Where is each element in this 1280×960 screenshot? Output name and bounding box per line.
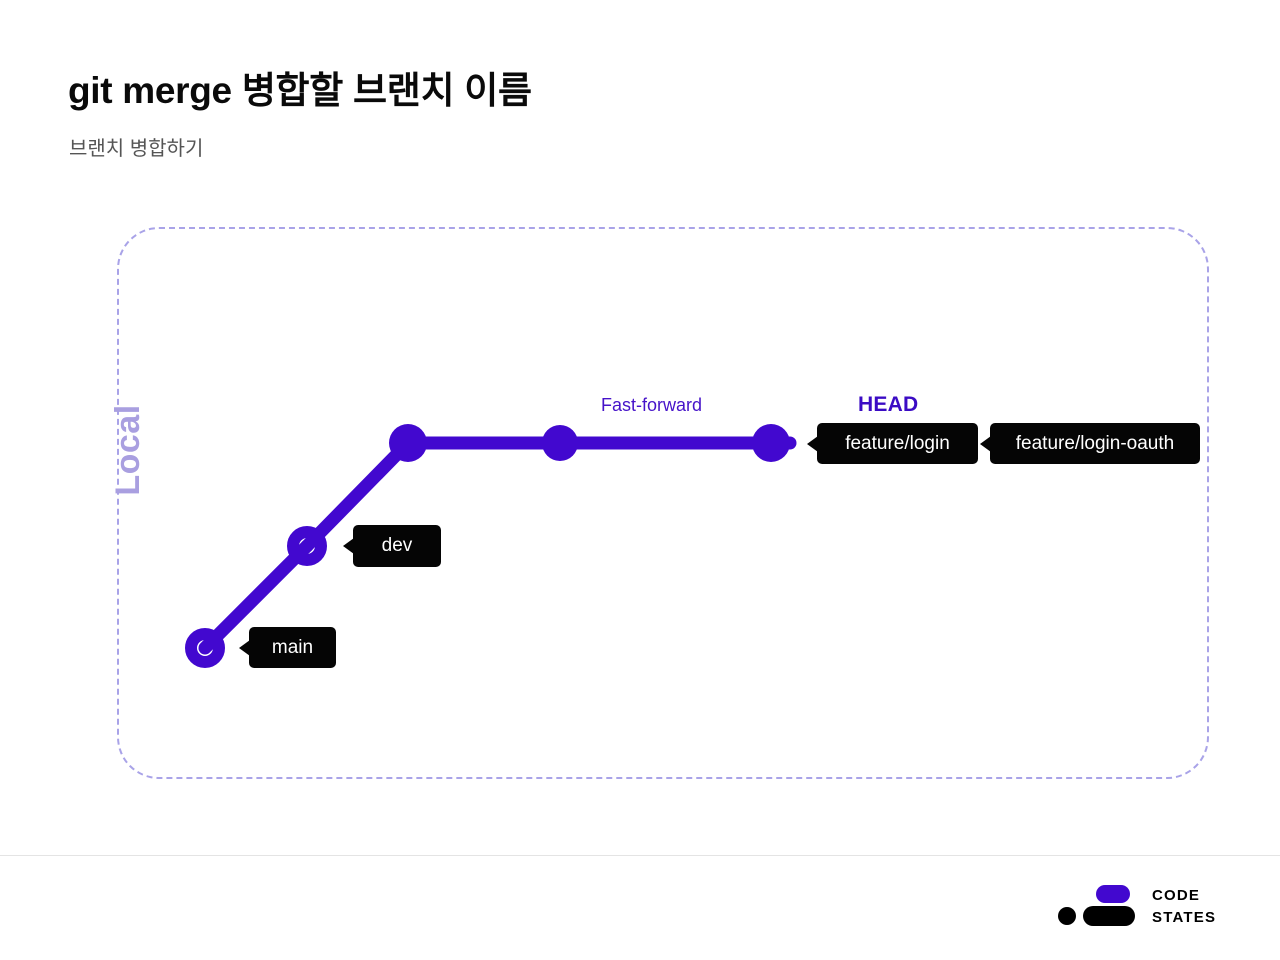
local-zone-label: Local xyxy=(108,404,147,496)
fast-forward-annotation: Fast-forward xyxy=(601,395,703,415)
brand-line-code: CODE xyxy=(1152,887,1201,904)
codestates-wordmark: CODE STATES xyxy=(1152,885,1216,929)
page-subtitle: 브랜치 병합하기 xyxy=(69,138,204,160)
brand-line-states: STATES xyxy=(1152,908,1217,926)
logo-black-dot xyxy=(1058,907,1076,925)
footer-divider xyxy=(0,855,1280,856)
local-zone-frame xyxy=(117,227,1209,779)
branch-tag-dev: dev xyxy=(343,525,441,567)
branch-tag-feature-login-oauth: feature/login-oauth xyxy=(980,423,1200,464)
branch-tag-feature-login: feature/login xyxy=(807,423,978,464)
page-title: git merge 병합할 브랜치 이름 xyxy=(68,70,532,111)
codestates-logo-mark xyxy=(1058,885,1135,926)
logo-black-pill xyxy=(1083,906,1135,926)
head-annotation: HEAD xyxy=(858,393,919,416)
branch-tag-main: main xyxy=(239,627,336,668)
logo-purple-pill xyxy=(1096,885,1130,903)
